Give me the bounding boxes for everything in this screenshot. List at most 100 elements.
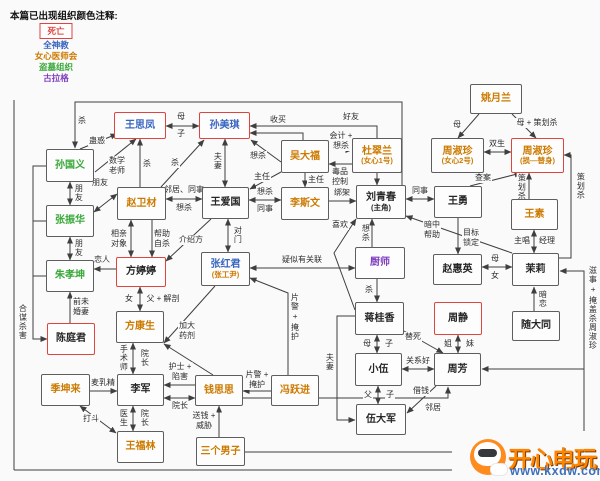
node-label: 孙美琪 <box>209 119 240 131</box>
edge-label: 滋事 + 掩盖杀周淑珍 <box>587 264 598 352</box>
node-label: 方婷婷 <box>126 266 156 278</box>
node-subtitle: (女心1号) <box>361 156 393 166</box>
node-li-siwen: 李斯文 <box>281 187 329 220</box>
node-subtitle: (损—替身) <box>520 156 555 166</box>
mascot-face-icon <box>474 442 501 466</box>
edge-label: 替死 <box>404 332 422 342</box>
node-label: 王福林 <box>125 441 156 453</box>
node-label: 赵卫材 <box>126 197 157 209</box>
kxdw-logo[interactable]: 开心电玩 www.kxdw.com <box>452 431 600 481</box>
node-li-jun: 李军 <box>117 374 164 406</box>
kxdw-logo-name: 开心电玩 <box>508 446 597 472</box>
edge-label: 绑架 <box>333 188 351 198</box>
edge-line <box>333 218 357 311</box>
node-label: 李斯文 <box>290 197 320 209</box>
node-label: 王勇 <box>448 196 468 208</box>
node-zhu-xiaokun: 朱孝坤 <box>46 260 94 292</box>
edge-label: 女 <box>124 294 134 304</box>
edge-label: 父 <box>363 390 373 400</box>
edge-label: 数学 老师 <box>108 156 126 176</box>
edge-label: 子 <box>176 129 186 139</box>
node-zhao-weicai: 赵卫材 <box>117 187 166 220</box>
node-zhou-shuzhen-ti: 周淑珍(损—替身) <box>511 138 564 173</box>
node-label: 随大同 <box>521 320 551 332</box>
edge-label: 医生 <box>118 408 129 428</box>
edge-label: 主任 <box>253 172 271 182</box>
node-qian-sisi: 钱思思 <box>195 375 243 406</box>
node-subtitle: (主角) <box>371 202 391 212</box>
edge-label: 想杀 <box>249 151 267 161</box>
edge-line <box>32 165 48 342</box>
edge-label: 想杀 <box>175 203 193 213</box>
node-wang-sifeng: 王思凤 <box>114 112 166 139</box>
edge-label: 妹 <box>465 339 475 349</box>
edge-label: 母 <box>452 120 462 130</box>
edge-label: 喜欢 <box>331 220 349 230</box>
node-label: 伍大军 <box>366 413 396 425</box>
legend-title: 本篇已出现组织颜色注释: <box>10 11 118 22</box>
node-label: 周淑珍 <box>522 145 553 157</box>
node-fang-kangsheng: 方康生 <box>116 311 164 343</box>
node-ji-kunlai: 季坤来 <box>41 374 90 406</box>
edge-label: 姐 <box>443 339 453 349</box>
node-label: 刘青春 <box>366 192 396 204</box>
edge-label: 前未 婚妻 <box>72 297 90 317</box>
edge-label: 子 <box>385 390 395 400</box>
edge-label: 同事 <box>256 204 274 214</box>
node-zhou-fang: 周芳 <box>434 353 481 386</box>
edge-label: 片警 + 掩护 <box>244 370 270 390</box>
edge-label: 查案 <box>474 173 492 183</box>
edge-label: 麦乳精 <box>90 378 116 388</box>
edge-label: 院长 <box>171 401 189 411</box>
node-fang-tingting: 方婷婷 <box>116 257 166 287</box>
node-label: 周淑珍 <box>442 145 473 157</box>
node-zhao-huiying: 赵惠英 <box>433 254 482 285</box>
edge-label: 帮助 自杀 <box>153 229 171 249</box>
node-jiang-guixiang: 蒋桂香 <box>355 302 404 335</box>
edge-label: 邻居、同事 <box>163 185 205 195</box>
node-subtitle: (张工尹) <box>211 269 240 279</box>
edge-label: 疑似有关联 <box>281 255 323 265</box>
edge-label: 院长 <box>139 348 150 368</box>
edge-label: 毒品 控制 <box>331 167 349 187</box>
edge-label: 关系好 <box>405 356 431 366</box>
edge-label: 合谋杀害 <box>17 303 28 341</box>
node-label: 吴大福 <box>290 150 320 162</box>
edge-label: 夫妻 <box>324 352 335 372</box>
node-wang-yong: 王勇 <box>434 186 482 218</box>
edge-label: 杀 <box>170 158 180 168</box>
edge-label: 朋友 <box>73 238 84 258</box>
legend-item-gulage: 古拉格 <box>43 73 69 83</box>
node-label: 蒋桂香 <box>364 312 395 324</box>
edge-label: 护士 + 陷害 <box>167 362 193 382</box>
node-label: 杜翠兰 <box>362 145 392 157</box>
node-label: 张振华 <box>55 215 85 227</box>
node-feng-yuejin: 冯跃进 <box>271 375 319 406</box>
node-zhang-zhenhua: 张振华 <box>46 205 94 237</box>
node-liu-qingchun: 刘青春(主角) <box>356 185 406 219</box>
legend-item-quanshenjiao: 全神教 <box>43 40 69 50</box>
node-wang-aiguo: 王爱国 <box>202 187 249 219</box>
edge-line <box>336 315 356 423</box>
node-wu-dajun: 伍大军 <box>356 404 406 435</box>
edge-line <box>249 123 378 138</box>
edge-line <box>249 277 289 375</box>
edge-line <box>163 285 216 344</box>
legend-item-death: 死亡 <box>39 23 73 39</box>
edge-label: 夫妻 <box>212 151 223 171</box>
edge-label: 母 <box>176 112 186 122</box>
edge-label: 打斗 <box>82 414 100 424</box>
edge-label: 杀 <box>364 285 374 295</box>
node-zhang-hongjun: 张红君(张工尹) <box>201 252 250 286</box>
edge-label: 片警 + 掩护 <box>289 291 300 343</box>
edge-line <box>94 138 137 173</box>
node-label: 陈庭君 <box>56 333 86 345</box>
edge-line <box>72 101 403 185</box>
edge-label: 好友 <box>342 112 360 122</box>
node-yao-yuelan: 姚月兰 <box>470 84 522 114</box>
edge-label: 策划杀 <box>516 172 527 202</box>
node-mo-li: 茉莉 <box>512 253 559 286</box>
node-label: 张红君 <box>210 259 241 271</box>
